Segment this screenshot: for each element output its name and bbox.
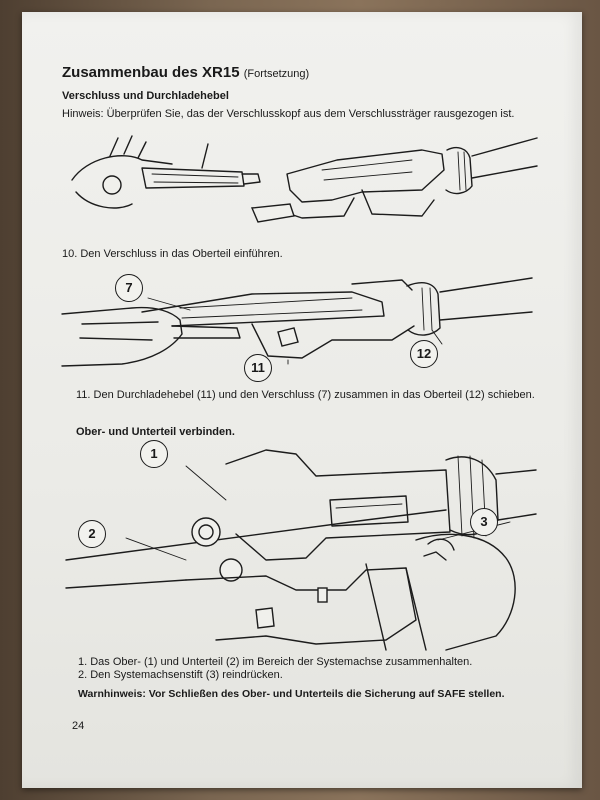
bolt-carrier-removal-illustration [71,135,538,223]
callout-11: 11 [244,354,272,382]
step-10-text: 10. Den Verschluss in das Oberteil einfü… [62,248,283,260]
title-main: Zusammenbau des XR15 [62,64,240,81]
upper-lower-receiver-assembly-illustration [65,449,537,651]
step-2-text: 2. Den Systemachsenstift (3) reindrücken… [78,669,283,681]
bolt-insertion-illustration [61,277,533,367]
manual-page: Zusammenbau des XR15 (Fortsetzung) Versc… [22,12,582,788]
callout-7: 7 [115,274,143,302]
title-suffix: (Fortsetzung) [243,68,310,80]
step-11-text: 11. Den Durchladehebel (11) und den Vers… [76,389,535,401]
step-1-text: 1. Das Ober- (1) und Unterteil (2) im Be… [78,656,473,668]
callout-3: 3 [470,508,498,536]
callout-2: 2 [78,520,106,548]
note-text: Hinweis: Überprüfen Sie, das der Verschl… [62,108,515,120]
warning-text: Warnhinweis: Vor Schließen des Ober- und… [78,688,505,700]
page-title: Zusammenbau des XR15 (Fortsetzung) [62,64,309,81]
page-number: 24 [72,720,85,732]
callout-1: 1 [140,440,168,468]
section-heading-bolt: Verschluss und Durchladehebel [62,90,229,102]
callout-12: 12 [410,340,438,368]
section-heading-receivers: Ober- und Unterteil verbinden. [76,426,235,438]
